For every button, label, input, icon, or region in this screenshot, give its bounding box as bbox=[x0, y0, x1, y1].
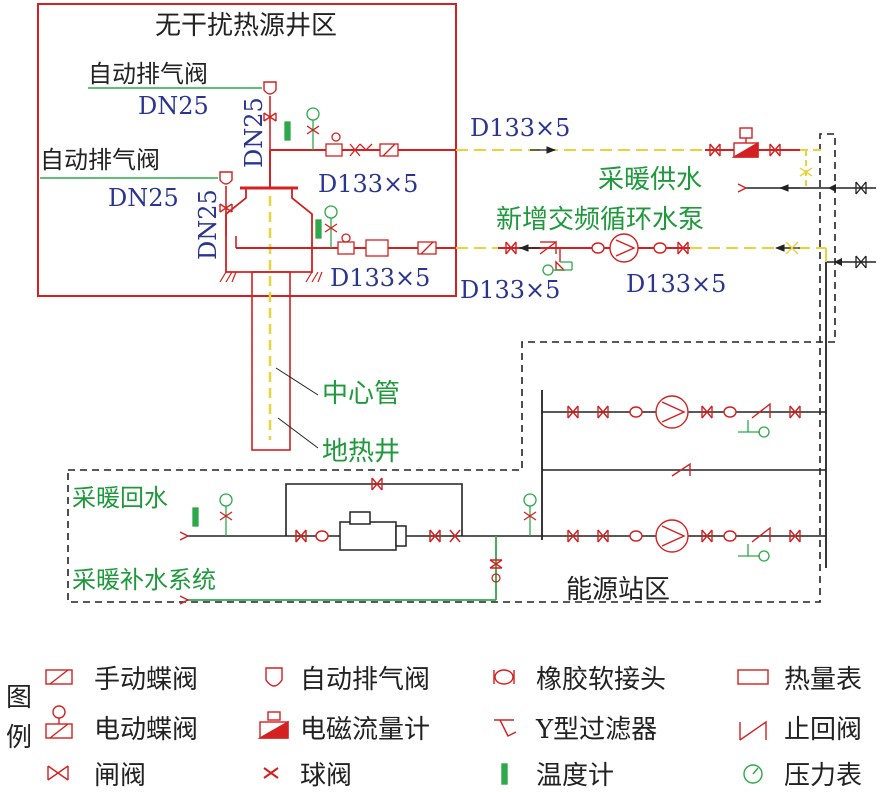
legend-item: 手动蝶阀 bbox=[94, 665, 198, 695]
legend-item: 球阀 bbox=[300, 761, 352, 791]
legend-item: 热量表 bbox=[784, 665, 862, 695]
energy-zone-title: 能源站区 bbox=[566, 575, 670, 605]
label-air-vent-2: 自动排气阀 bbox=[40, 146, 160, 174]
heat-meter-icon bbox=[737, 669, 769, 685]
label-d133-mid: D133×5 bbox=[318, 170, 418, 198]
pump-row-1 bbox=[542, 395, 826, 429]
legend-item: 温度计 bbox=[536, 761, 614, 791]
thermometer-icon bbox=[501, 763, 508, 785]
label-makeup: 采暖补水系统 bbox=[72, 566, 216, 594]
manual-butterfly-valve-icon bbox=[45, 669, 73, 685]
label-dn25-b: DN25 bbox=[108, 184, 179, 212]
legend-item: 止回阀 bbox=[784, 715, 862, 745]
ball-valve-icon bbox=[263, 767, 279, 779]
air-vent-legend-icon bbox=[265, 667, 283, 687]
well-zone-title: 无干扰热源井区 bbox=[155, 11, 337, 41]
air-vent-icon bbox=[219, 171, 233, 213]
legend-item: 橡胶软接头 bbox=[536, 665, 666, 695]
label-dn25-a: DN25 bbox=[138, 92, 209, 120]
legend-item: 压力表 bbox=[784, 761, 862, 791]
label-d133-pump-right: D133×5 bbox=[626, 270, 726, 298]
pump-row-2 bbox=[455, 519, 826, 553]
legend-title-1: 图 bbox=[6, 683, 32, 713]
legend-item: 电动蝶阀 bbox=[94, 715, 198, 745]
legend: 图 例 bbox=[6, 665, 862, 791]
label-heating-return: 采暖回水 bbox=[72, 484, 168, 512]
gate-valve-icon bbox=[47, 765, 69, 781]
label-dn25-v1: DN25 bbox=[240, 97, 268, 168]
legend-item: 电磁流量计 bbox=[300, 715, 430, 745]
electromagnetic-flowmeter-icon bbox=[257, 711, 289, 739]
label-d133-pump-left: D133×5 bbox=[460, 276, 560, 304]
energy-zone-border bbox=[67, 133, 836, 603]
legend-item: 闸阀 bbox=[94, 761, 146, 791]
label-center-pipe: 中心管 bbox=[322, 379, 400, 409]
rubber-joint-icon bbox=[493, 669, 515, 685]
label-d133-low: D133×5 bbox=[330, 264, 430, 292]
ground-hatch bbox=[219, 271, 323, 283]
air-vent-icon bbox=[263, 81, 277, 122]
geothermal-well bbox=[251, 271, 291, 451]
legend-item: Y型过滤器 bbox=[535, 715, 657, 745]
pressure-gauge-icon bbox=[743, 764, 763, 784]
filter-unit bbox=[295, 511, 461, 551]
label-heating-supply: 采暖供水 bbox=[598, 165, 702, 195]
label-air-vent-1: 自动排气阀 bbox=[88, 60, 208, 88]
label-d133-top: D133×5 bbox=[470, 114, 570, 142]
label-dn25-v2: DN25 bbox=[194, 189, 222, 260]
legend-item: 自动排气阀 bbox=[300, 665, 430, 695]
label-new-pump: 新增交频循环水泵 bbox=[496, 205, 704, 235]
y-strainer-icon bbox=[494, 719, 517, 737]
energy-zone-right bbox=[820, 134, 835, 342]
electric-butterfly-valve-icon bbox=[45, 705, 73, 739]
label-geo-well: 地热井 bbox=[322, 437, 400, 467]
check-valve-icon bbox=[739, 720, 767, 741]
legend-title-2: 例 bbox=[6, 723, 32, 753]
